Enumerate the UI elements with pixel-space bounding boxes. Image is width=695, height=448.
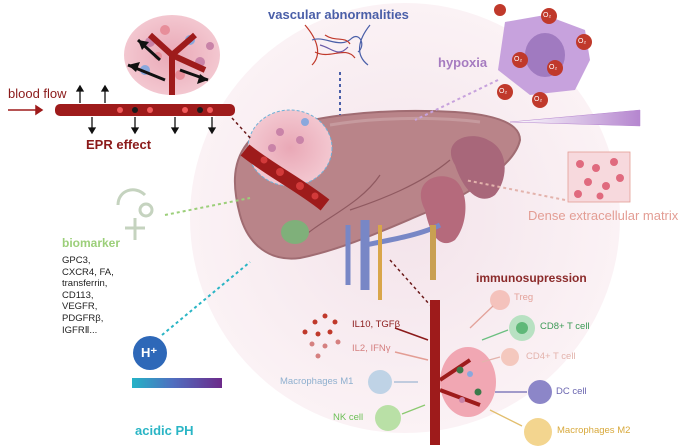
hypoxia-gradient-wedge: [509, 109, 641, 127]
h-plus-circle: [133, 336, 167, 370]
dc-label: DC cell: [556, 386, 587, 397]
acid-gradient-bar: [132, 378, 222, 388]
hypoxia-cell: [498, 15, 590, 95]
il10-arrow: [394, 327, 429, 341]
nk-cell: [375, 405, 401, 431]
biomarker-item: IGFRⅡ...: [62, 324, 98, 336]
liver-tumor: [240, 109, 333, 211]
o2-label: O₂: [499, 88, 508, 95]
biomarker-item: CXCR4, FA,: [62, 266, 114, 278]
vascular-label: vascular abnormalities: [268, 7, 409, 22]
vascular-network: [304, 24, 371, 66]
treg-cell: [490, 290, 510, 310]
biomarker-antibody-icon: [116, 188, 154, 240]
flow-arrow: [8, 104, 44, 116]
il10-label: IL10, TGFβ: [352, 319, 401, 330]
il2-arrow: [394, 351, 429, 361]
blood-flow-label: blood flow: [8, 86, 67, 101]
ecm-connector: [464, 179, 566, 201]
cell-arrows: [394, 305, 527, 427]
biomarker-list: GPC3, CXCR4, FA, transferrin, CD113, VEG…: [62, 255, 114, 336]
o2-label: O₂: [543, 12, 552, 19]
immuno-vessel: [430, 300, 440, 445]
m1-cell: [368, 370, 392, 394]
immuno-tumor: [438, 347, 496, 417]
biomarker-item: VEGFR,: [62, 301, 98, 313]
top-tumor: [124, 15, 220, 95]
m1-label: Macrophages M1: [280, 376, 354, 387]
immuno-connector: [389, 259, 431, 306]
cd4-cell: [501, 348, 519, 366]
o2-label: O₂: [549, 64, 558, 71]
acidic-label: acidic PH: [135, 423, 194, 438]
biomarker-item: CD113,: [62, 289, 94, 301]
kidney-illustration: [450, 136, 505, 199]
o2-label: O₂: [514, 56, 523, 63]
m2-cell: [524, 418, 552, 446]
blood-vessel: [55, 104, 235, 116]
epr-label: EPR effect: [86, 137, 152, 152]
dc-cell: [528, 380, 552, 404]
biomarker-item: GPC3,: [62, 255, 91, 266]
ecm-cells: [574, 158, 624, 200]
cd8-label: CD8+ T cell: [540, 321, 590, 332]
epr-connector: [231, 117, 253, 141]
treg-label: Treg: [514, 292, 534, 303]
m2-label: Macrophages M2: [557, 425, 631, 436]
o2-bursts: [494, 4, 592, 108]
il2-label: IL2, IFNγ: [352, 343, 391, 354]
liver-vessels: [345, 220, 442, 300]
ecm-label: Dense extracellular matrix: [528, 208, 679, 223]
acid-connector: [161, 261, 251, 336]
biomarker-connector: [164, 197, 251, 216]
cd8-nucleus: [516, 322, 528, 334]
h-plus-label: H⁺: [141, 345, 158, 360]
cytokine-dots: [302, 313, 341, 359]
biomarker-item: transferrin,: [62, 278, 108, 290]
cd4-label: CD4+ T cell: [526, 351, 576, 362]
o2-label: O₂: [578, 38, 587, 45]
leak-arrows: [75, 84, 217, 135]
immuno-label: immunosupression: [476, 271, 587, 285]
hypoxia-label: hypoxia: [438, 55, 488, 70]
o2-label: O₂: [534, 96, 543, 103]
biomarker-label: biomarker: [62, 236, 121, 250]
biomarker-item: PDGFRβ,: [62, 312, 104, 324]
nk-label: NK cell: [333, 412, 364, 423]
